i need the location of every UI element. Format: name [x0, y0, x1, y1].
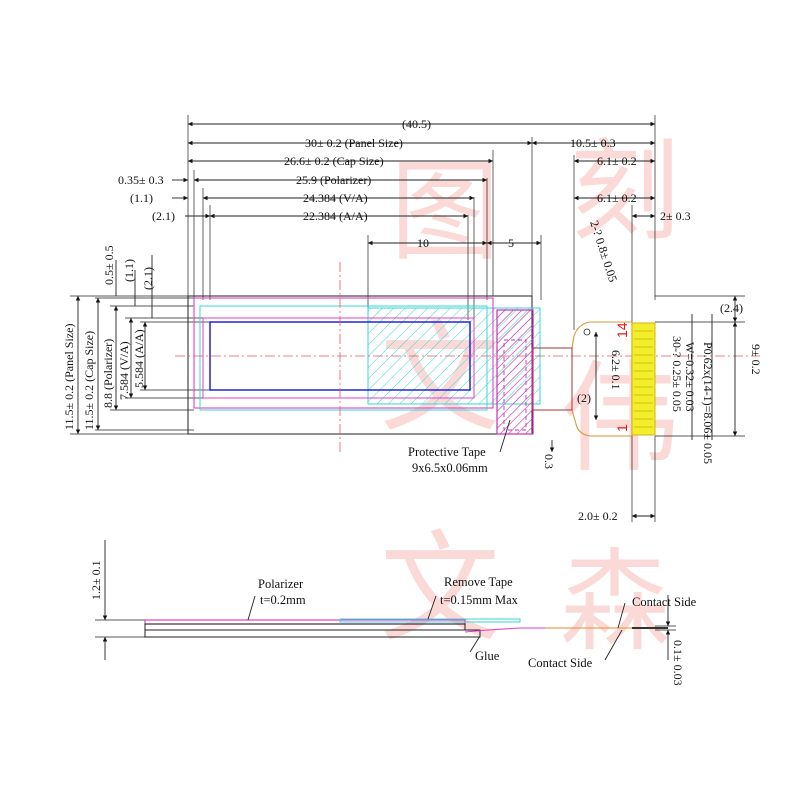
dim-left-cap: 11.5± 0.2 (Cap Size)	[82, 331, 96, 430]
tape-label-1: Protective Tape	[408, 445, 486, 459]
dim-left-aa: 5.584 (A/A)	[132, 329, 146, 388]
watermark: 图 刻 文 伟 文 森	[380, 128, 680, 666]
side-polarizer-thk: t=0.2mm	[260, 593, 306, 607]
pin-first-label: 1	[614, 424, 630, 432]
dim-left-c: (2.1)	[141, 267, 155, 290]
dim-va: 24.384 (V/A)	[303, 191, 368, 205]
dim-aa-offset: (2.1)	[152, 209, 175, 223]
side-fpc-thk: 0.1± 0.03	[671, 640, 685, 686]
dim-panel-size: 30± 0.2 (Panel Size)	[305, 136, 403, 150]
svg-text:图: 图	[390, 148, 500, 276]
polarizer-outline	[199, 305, 488, 411]
dim-w: W=0.32± 0.03	[683, 342, 697, 412]
dim-ref-10: 10	[417, 236, 429, 250]
dim-fpc-b: 6.1± 0.2	[597, 191, 637, 205]
dim-pitch: P0.62x(14-1)=8.06± 0.05	[701, 342, 715, 464]
tape-thickness: 0.3	[542, 454, 556, 469]
dim-polarizer: 25.9 (Polarizer)	[296, 173, 371, 187]
dim-right-top: (2.4)	[720, 301, 743, 315]
dim-finger: 30-? 0.25± 0.05	[670, 336, 684, 412]
dim-fpc-width: 9± 0.2	[749, 344, 763, 375]
va-outline	[202, 317, 475, 399]
dim-left-va: 7.584 (V/A)	[117, 341, 131, 400]
front-view: 14 1	[175, 262, 760, 452]
dim-left-a: 0.5± 0.5	[102, 245, 116, 285]
side-remove-tape	[339, 618, 521, 623]
cap-outline	[193, 297, 494, 409]
dim-cap-size: 26.6± 0.2 (Cap Size)	[284, 154, 384, 168]
dim-fpc-a: 6.1± 0.2	[597, 154, 637, 168]
side-contact-bottom: Contact Side	[528, 656, 593, 670]
side-contact-top: Contact Side	[632, 595, 697, 609]
dim-left-panel: 11.5± 0.2 (Panel Size)	[62, 324, 76, 430]
dim-va-offset: (1.1)	[130, 191, 153, 205]
dim-cap-offset: 0.35± 0.3	[118, 173, 164, 187]
dim-left-polarizer: 8.8 (Polarizer)	[101, 339, 115, 408]
dim-bottom: 2.0± 0.2	[578, 509, 618, 523]
svg-text:文: 文	[380, 520, 500, 659]
left-dimensions: 11.5± 0.2 (Panel Size) 11.5± 0.2 (Cap Si…	[62, 245, 210, 435]
dim-overall: (40.5)	[402, 117, 431, 131]
svg-text:伟: 伟	[560, 350, 680, 489]
protective-tape	[496, 309, 534, 435]
dim-pin-ref: (2)	[577, 391, 591, 405]
side-glass-bottom	[144, 629, 481, 638]
side-polarizer-label: Polarizer	[258, 577, 304, 591]
dim-left-b: (1.1)	[122, 259, 136, 282]
dim-fpc-c: 2± 0.3	[660, 209, 691, 223]
side-remove-thk: t=0.15mm Max	[440, 593, 519, 607]
svg-text:刻: 刻	[570, 128, 680, 256]
pin-last-label: 14	[614, 322, 630, 338]
dim-aa: 22.384 (A/A)	[303, 209, 368, 223]
side-height: 1.2± 0.1	[89, 560, 103, 600]
top-dimensions: (40.5) 30± 0.2 (Panel Size) 10.5± 0.3 26…	[118, 115, 691, 330]
side-remove-label: Remove Tape	[444, 575, 513, 589]
tape-label-2: 9x6.5x0.06mm	[412, 461, 488, 475]
dim-pin-area: 6.2± 0.1	[609, 350, 623, 390]
side-view: 1.2± 0.1 Polarizer t=0.2mm Remove Tape t…	[89, 540, 697, 686]
svg-text:森: 森	[560, 538, 670, 666]
dim-fpc-length: 10.5± 0.3	[570, 136, 616, 150]
protective-tape-callout: Protective Tape 9x6.5x0.06mm 0.3	[408, 419, 556, 475]
dim-ref-5: 5	[508, 236, 514, 250]
side-glue-label: Glue	[475, 649, 500, 663]
